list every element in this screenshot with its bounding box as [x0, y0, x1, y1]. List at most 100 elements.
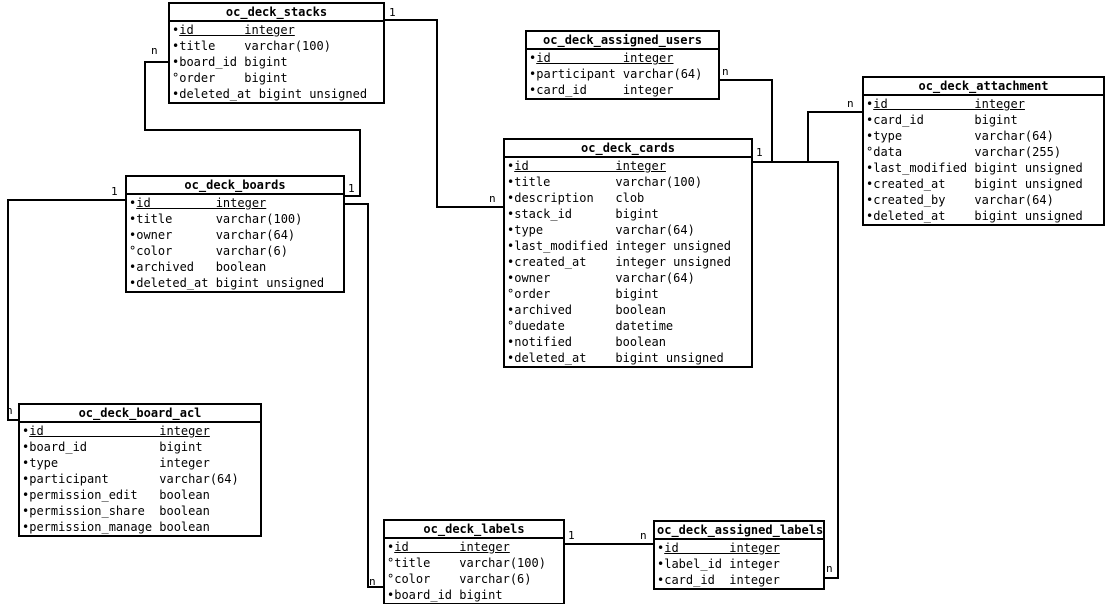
cardinality-label: 1: [568, 529, 575, 542]
column-def: color varchar(6): [394, 572, 532, 586]
column-def-primary-key: id integer: [536, 51, 674, 65]
column-id: •id integer: [385, 539, 563, 555]
column-board_id: •board_id bigint: [20, 439, 260, 455]
column-def: board_id bigint: [179, 55, 288, 69]
column-def: board_id bigint: [29, 440, 203, 454]
cardinality-label: n: [722, 65, 729, 78]
column-board_id: •board_id bigint: [385, 587, 563, 603]
notnull-bullet-icon: •: [866, 209, 874, 223]
column-def: archived boolean: [514, 303, 666, 317]
column-def: archived boolean: [136, 260, 267, 274]
notnull-bullet-icon: •: [387, 540, 395, 554]
column-id: •id integer: [127, 195, 343, 211]
column-def-primary-key: id integer: [664, 541, 780, 555]
column-last_modified: •last_modified integer unsigned: [505, 238, 751, 254]
column-def: last_modified integer unsigned: [514, 239, 731, 253]
notnull-bullet-icon: •: [129, 276, 137, 290]
column-def-primary-key: id integer: [394, 540, 510, 554]
column-created_by: •created_by varchar(64): [864, 192, 1103, 208]
table-title: oc_deck_labels: [385, 521, 563, 539]
column-title: •title varchar(100): [505, 174, 751, 190]
column-def-primary-key: id integer: [29, 424, 210, 438]
table-title: oc_deck_cards: [505, 140, 751, 158]
column-def: permission_share boolean: [29, 504, 210, 518]
column-id: •id integer: [505, 158, 751, 174]
notnull-bullet-icon: •: [529, 51, 537, 65]
column-permission_manage: •permission_manage boolean: [20, 519, 260, 535]
column-title: •title varchar(100): [170, 38, 383, 54]
cardinality-label: n: [826, 562, 833, 575]
column-def: participant varchar(64): [536, 67, 703, 81]
table-oc_deck_assigned_labels: oc_deck_assigned_labels•id integer•label…: [653, 520, 825, 590]
column-def: type varchar(64): [873, 129, 1054, 143]
notnull-bullet-icon: •: [657, 541, 665, 555]
column-order: °order bigint: [170, 70, 383, 86]
notnull-bullet-icon: •: [657, 557, 665, 571]
notnull-bullet-icon: •: [507, 175, 515, 189]
column-def: order bigint: [514, 287, 659, 301]
column-def: color varchar(6): [136, 244, 288, 258]
column-def: participant varchar(64): [29, 472, 239, 486]
column-def: title varchar(100): [394, 556, 546, 570]
column-card_id: •card_id integer: [527, 82, 718, 98]
notnull-bullet-icon: •: [172, 55, 180, 69]
column-def: permission_edit boolean: [29, 488, 210, 502]
column-data: °data varchar(255): [864, 144, 1103, 160]
cardinality-label: 1: [111, 185, 118, 198]
notnull-bullet-icon: •: [529, 83, 537, 97]
column-id: •id integer: [170, 22, 383, 38]
column-title: •title varchar(100): [127, 211, 343, 227]
connector-oc_deck_boards--oc_deck_stacks: [144, 61, 361, 197]
column-def: card_id bigint: [873, 113, 1018, 127]
table-oc_deck_labels: oc_deck_labels•id integer°title varchar(…: [383, 519, 565, 604]
notnull-bullet-icon: •: [866, 193, 874, 207]
column-def: label_id integer: [664, 557, 780, 571]
column-def: deleted_at bigint unsigned: [179, 87, 368, 101]
table-title: oc_deck_assigned_labels: [655, 522, 823, 540]
column-def: data varchar(255): [873, 145, 1062, 159]
column-stack_id: •stack_id bigint: [505, 206, 751, 222]
column-card_id: •card_id bigint: [864, 112, 1103, 128]
column-def: created_by varchar(64): [873, 193, 1054, 207]
notnull-bullet-icon: •: [172, 23, 180, 37]
notnull-bullet-icon: •: [507, 191, 515, 205]
notnull-bullet-icon: •: [22, 456, 30, 470]
column-def: board_id bigint: [394, 588, 503, 602]
column-def: title varchar(100): [136, 212, 303, 226]
column-def: card_id integer: [536, 83, 674, 97]
column-card_id: •card_id integer: [655, 572, 823, 588]
column-def: duedate datetime: [514, 319, 674, 333]
notnull-bullet-icon: •: [129, 260, 137, 274]
column-owner: •owner varchar(64): [127, 227, 343, 243]
notnull-bullet-icon: •: [22, 424, 30, 438]
column-notified: •notified boolean: [505, 334, 751, 350]
table-oc_deck_cards: oc_deck_cards•id integer•title varchar(1…: [503, 138, 753, 368]
connector-oc_deck_boards--oc_deck_labels: [345, 203, 383, 588]
notnull-bullet-icon: •: [387, 588, 395, 602]
column-created_at: •created_at integer unsigned: [505, 254, 751, 270]
column-archived: •archived boolean: [505, 302, 751, 318]
column-def: deleted_at bigint unsigned: [136, 276, 325, 290]
notnull-bullet-icon: •: [129, 212, 137, 226]
notnull-bullet-icon: •: [22, 440, 30, 454]
column-created_at: •created_at bigint unsigned: [864, 176, 1103, 192]
column-type: •type varchar(64): [505, 222, 751, 238]
cardinality-label: 1: [389, 6, 396, 19]
notnull-bullet-icon: •: [22, 504, 30, 518]
table-oc_deck_board_acl: oc_deck_board_acl•id integer•board_id bi…: [18, 403, 262, 537]
cardinality-label: n: [6, 404, 13, 417]
column-color: °color varchar(6): [127, 243, 343, 259]
column-def: created_at integer unsigned: [514, 255, 731, 269]
nullable-bullet-icon: °: [129, 244, 137, 258]
column-def-primary-key: id integer: [873, 97, 1025, 111]
connector-oc_deck_stacks--oc_deck_cards: [385, 19, 503, 208]
column-participant: •participant varchar(64): [527, 66, 718, 82]
notnull-bullet-icon: •: [22, 488, 30, 502]
notnull-bullet-icon: •: [507, 223, 515, 237]
notnull-bullet-icon: •: [507, 239, 515, 253]
cardinality-label: n: [369, 575, 376, 588]
notnull-bullet-icon: •: [507, 303, 515, 317]
notnull-bullet-icon: •: [22, 520, 30, 534]
